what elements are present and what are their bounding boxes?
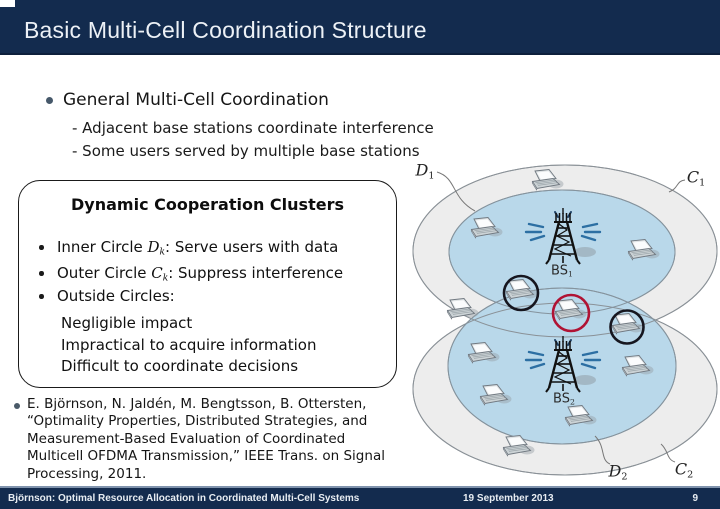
label-letter: C — [674, 459, 688, 479]
d2-outline — [447, 287, 677, 445]
label-subscript: 2 — [687, 469, 694, 481]
page-title: Basic Multi-Cell Coordination Structure — [24, 17, 427, 43]
diagram-label-d1: D1 — [416, 161, 435, 182]
footer-author: Björnson: Optimal Resource Allocation in… — [8, 493, 360, 504]
bullet-dot-icon — [39, 271, 44, 276]
diagram-label-c2: C2 — [675, 460, 693, 481]
note-line: Negligible impact — [61, 314, 193, 332]
sub-bullet-1: - Adjacent base stations coordinate inte… — [72, 119, 434, 137]
label-subscript: 1 — [699, 177, 706, 189]
diagram-label-c1: C1 — [687, 168, 705, 189]
bullet-dot-icon — [39, 245, 44, 250]
footer-bar: Björnson: Optimal Resource Allocation in… — [0, 486, 720, 509]
label-letter: BS — [551, 263, 568, 279]
d2-leader-line — [594, 435, 611, 465]
c1-leader-line — [668, 179, 686, 193]
diagram-label-bs1: BS1 — [551, 263, 573, 278]
highlight-circle-red — [551, 293, 591, 333]
item-text: Outer Circle — [57, 264, 152, 282]
math-subscript: k — [162, 273, 169, 284]
label-letter: D — [608, 461, 622, 481]
d1-leader-line — [436, 171, 476, 212]
corner-decoration — [0, 0, 15, 7]
bullet-dot-icon — [46, 96, 53, 104]
math-cal-letter: D — [147, 238, 160, 256]
main-bullet-heading: General Multi-Cell Coordination — [46, 90, 329, 110]
heading-text: General Multi-Cell Coordination — [63, 90, 329, 110]
multicell-diagram: D1 C1 D2 C2 BS1 BS2 — [395, 158, 720, 490]
item-text: : Suppress interference — [168, 264, 344, 282]
diagram-label-d2: D2 — [609, 462, 628, 483]
bullet-dot-icon — [14, 403, 20, 409]
note-line: Difficult to coordinate decisions — [61, 357, 299, 375]
c1-outline — [412, 164, 718, 338]
label-subscript: 2 — [621, 471, 628, 483]
label-subscript: 1 — [428, 170, 435, 182]
footer-date: 19 September 2013 — [463, 493, 554, 504]
box-item-outer-circle: Outer Circle Ck: Suppress interference — [39, 264, 344, 284]
math-cal-letter: C — [151, 264, 163, 282]
sub-bullet-2: - Some users served by multiple base sta… — [72, 142, 420, 160]
box-title: Dynamic Cooperation Clusters — [71, 195, 344, 214]
item-text: : Serve users with data — [165, 238, 339, 256]
title-bar: Basic Multi-Cell Coordination Structure — [0, 0, 720, 55]
item-text: Outside Circles: — [57, 287, 175, 305]
label-subscript: 2 — [569, 397, 575, 407]
diagram-canvas — [412, 164, 718, 476]
item-text: Inner Circle — [57, 238, 148, 256]
note-line: Impractical to acquire information — [61, 335, 317, 354]
label-letter: BS — [553, 391, 570, 407]
footer-page-number: 9 — [692, 493, 698, 504]
c2-leader-line — [660, 443, 676, 463]
box-item-inner-circle: Inner Circle Dk: Serve users with data — [39, 238, 339, 258]
box-item-outside-circles: Outside Circles: — [39, 287, 175, 305]
diagram-label-bs2: BS2 — [553, 391, 575, 406]
label-letter: C — [686, 167, 700, 187]
cooperation-clusters-box: Dynamic Cooperation Clusters Inner Circl… — [18, 180, 397, 388]
highlight-circle-black — [609, 309, 645, 345]
highlight-circle-black — [502, 274, 540, 312]
label-subscript: 1 — [567, 269, 573, 279]
math-subscript: k — [159, 247, 165, 258]
box-notes: Negligible impact Impractical to acquire… — [61, 313, 316, 378]
citation: E. Björnson, N. Jaldén, M. Bengtsson, B.… — [27, 396, 385, 482]
label-letter: D — [415, 160, 429, 180]
bullet-dot-icon — [39, 294, 44, 299]
